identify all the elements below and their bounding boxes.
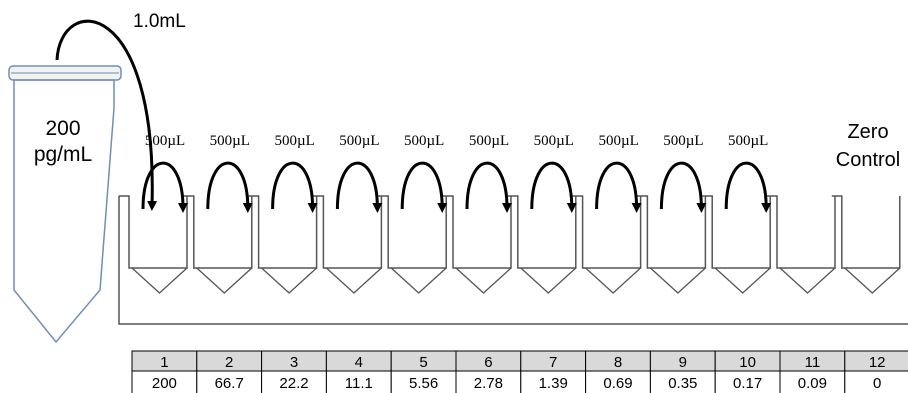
well-12: [831, 195, 901, 269]
curved-arrow-icon: [400, 161, 448, 213]
transfer-volume-label: 500µL: [728, 133, 768, 149]
well-number: 10: [739, 354, 756, 371]
well-7: [507, 195, 577, 269]
transfer-volume-label: 500µL: [469, 133, 509, 149]
concentration-value: 0: [873, 375, 881, 392]
transfer-volume-label: 500µL: [534, 133, 574, 149]
transfer-volume-label: 500µL: [339, 133, 379, 149]
well-9: [637, 195, 707, 269]
transfer-volume-label: 500µL: [145, 133, 185, 149]
well-number: 12: [869, 354, 886, 371]
well-tip-1: [131, 267, 188, 294]
well-6: [443, 195, 512, 269]
well-2: [183, 195, 253, 269]
stock-concentration-unit: pg/mL: [34, 143, 92, 166]
concentration-value: 66.7: [215, 375, 244, 392]
well-8: [572, 195, 642, 269]
stock-transfer-volume: 1.0mL: [133, 11, 186, 32]
well-11: [767, 195, 836, 269]
well-number: 11: [805, 354, 821, 371]
well-number: 3: [290, 354, 298, 371]
concentration-value: 0.35: [668, 375, 697, 392]
concentration-value: 5.56: [409, 375, 438, 392]
well-tip-6: [455, 267, 512, 294]
curved-arrow-icon: [271, 161, 318, 213]
curved-arrow-icon: [206, 161, 253, 213]
conical-tube-icon: [8, 65, 122, 344]
concentration-value: 0.17: [733, 375, 762, 392]
transfer-volume-label: 500µL: [210, 133, 250, 149]
well-tip-9: [649, 267, 706, 294]
well-number: 5: [419, 354, 427, 371]
curved-arrow-icon: [659, 161, 707, 213]
zero-control-label-line2: Control: [836, 149, 900, 171]
concentration-value: 0.09: [798, 375, 827, 392]
transfer-volume-label: 500µL: [404, 133, 444, 149]
stock-transfer-arrow: [55, 19, 158, 211]
well-10: [702, 195, 771, 269]
concentration-value: 2.78: [474, 375, 503, 392]
concentration-value: 11.1: [345, 375, 373, 392]
well-4: [313, 195, 383, 269]
table-value-cell: [844, 370, 908, 393]
well-number: 8: [614, 354, 622, 371]
tube-body: [13, 79, 115, 344]
concentration-value: 22.2: [279, 375, 308, 392]
well-tip-11: [779, 267, 836, 294]
curved-arrow-icon: [595, 161, 642, 213]
well-strip: [118, 196, 908, 325]
well-group: [119, 195, 901, 294]
well-number: 7: [549, 354, 557, 371]
transfer-volume-label: 500µL: [274, 133, 314, 149]
well-number: 6: [484, 354, 492, 371]
well-tip-8: [585, 267, 642, 294]
curved-arrow-icon: [335, 161, 383, 213]
well-tip-10: [714, 267, 771, 294]
concentration-value: 1.39: [539, 375, 568, 392]
well-number: 9: [679, 354, 687, 371]
well-tip-4: [325, 267, 382, 294]
transfer-volume-label: 500µL: [598, 133, 638, 149]
well-3: [248, 195, 318, 269]
well-tip-7: [520, 267, 577, 294]
concentration-value: 200: [152, 375, 177, 392]
well-tip-3: [261, 267, 318, 294]
well-1: [119, 195, 188, 269]
curved-arrow-icon: [530, 161, 577, 213]
transfer-arrow-group: 500µL 500µL 500µL 500µL 500µL 500µL 500µL 500µL…: [141, 133, 772, 213]
stock-concentration-value: 200: [45, 117, 80, 140]
well-number: 1: [160, 354, 168, 371]
well-tip-2: [196, 267, 253, 294]
concentration-value: 0.69: [603, 375, 632, 392]
well-number: 4: [355, 354, 363, 371]
dilution-table: 1 200 2 66.7 3 22.2 4 11.1 5 5.56 6 2.78 7 1.39 8 0.69 9…: [131, 350, 908, 393]
transfer-volume-label: 500µL: [663, 133, 703, 149]
zero-control-label-line1: Zero: [847, 121, 888, 143]
curved-arrow-icon: [141, 161, 188, 213]
curved-arrow-icon: [465, 161, 512, 213]
curved-arrow-icon: [724, 161, 772, 213]
well-number: 2: [225, 354, 233, 371]
well-tip-12: [844, 267, 901, 294]
well-tip-5: [390, 267, 447, 294]
well-5: [378, 195, 447, 269]
